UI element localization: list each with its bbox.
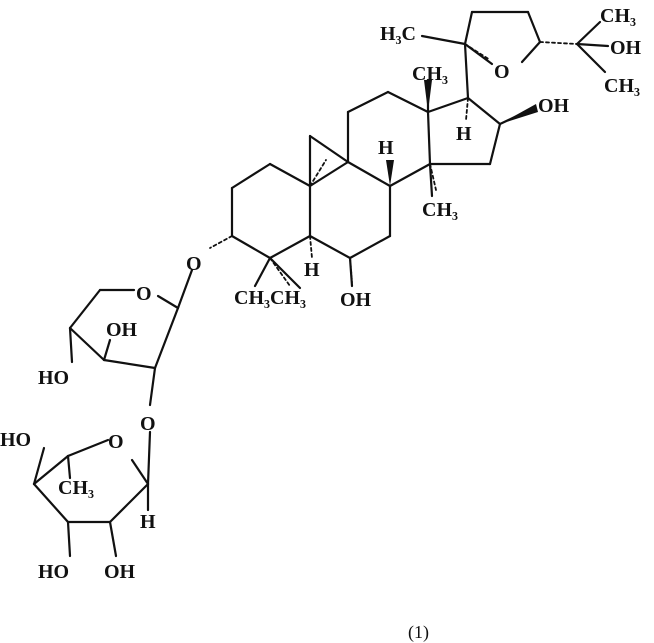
bond — [102, 338, 112, 362]
label-oh-sugar1-c4: HO — [38, 367, 69, 389]
bond — [420, 34, 467, 46]
bond — [148, 366, 157, 407]
bond — [463, 42, 494, 66]
hashed-bond — [429, 163, 437, 191]
hashed-bond — [464, 43, 491, 61]
bond — [426, 96, 470, 114]
bond — [426, 110, 432, 166]
wedge-bond — [424, 80, 432, 112]
bond — [68, 326, 74, 364]
bond — [66, 438, 110, 458]
label-o-sugar1-ring: O — [136, 283, 152, 305]
label-ch3-gem-dimethyl: CH₃CH₃ — [234, 287, 306, 309]
bond — [32, 454, 70, 486]
label-h-sugar2-anomeric: H — [140, 511, 156, 533]
label-oh-side-chain: OH — [610, 37, 642, 59]
bond — [32, 482, 70, 524]
label-oh-sugar2-c3: HO — [38, 561, 69, 583]
bond — [230, 162, 272, 190]
bond — [68, 288, 102, 330]
label-oh-sugar2-c2: OH — [104, 561, 136, 583]
label-furan-o: O — [494, 61, 510, 83]
wedge-bonds — [386, 80, 538, 186]
bond — [130, 458, 150, 486]
bond — [575, 42, 607, 74]
label-h-c8: H — [378, 137, 394, 159]
label-oh-sugar2-c4: HO — [0, 429, 31, 451]
bond — [346, 90, 390, 114]
label-ch3-top-right: CH₃ — [600, 5, 636, 27]
label-oh-c16: OH — [538, 95, 570, 117]
hashed-bond — [269, 257, 291, 287]
bond — [463, 10, 474, 46]
label-oh-sugar1-c3: OH — [106, 319, 138, 341]
bond — [463, 42, 470, 100]
label-o-glycosidic-c3: O — [186, 253, 202, 275]
label-ch3-side-chain: CH₃ — [604, 75, 640, 97]
bond — [153, 306, 180, 370]
bond — [308, 134, 350, 164]
hashed-bond — [465, 97, 469, 121]
bond — [526, 10, 542, 44]
bond — [428, 162, 434, 198]
bond — [348, 234, 392, 260]
figure-caption: (1) — [408, 622, 429, 643]
label-o-sugar2-ring: O — [108, 431, 124, 453]
label-h-c17: H — [456, 123, 472, 145]
bond — [108, 482, 150, 524]
hashed-bond — [209, 235, 233, 249]
bond — [520, 40, 542, 64]
bond — [575, 20, 602, 46]
bond — [488, 122, 502, 166]
bond — [346, 160, 392, 188]
bond — [268, 256, 302, 290]
bond — [386, 90, 430, 114]
bond — [176, 268, 194, 310]
bond — [268, 162, 312, 188]
bond — [575, 42, 610, 48]
hashed-bonds — [209, 41, 578, 287]
bond — [66, 520, 72, 558]
bond — [230, 234, 272, 260]
bond — [66, 454, 72, 480]
label-h3c: H₃C — [380, 23, 416, 45]
bond — [253, 256, 272, 288]
label-o-glycosidic-sugar: O — [140, 413, 156, 435]
bonds — [32, 10, 610, 558]
bond — [388, 162, 432, 188]
bond — [308, 234, 352, 260]
bond — [108, 520, 118, 558]
wedge-bond — [386, 160, 394, 186]
label-ch3-c13: CH₃ — [412, 63, 448, 85]
hashed-bond — [349, 257, 353, 283]
hashed-bond — [309, 159, 327, 187]
atom-labels: H₃C CH₃ OH CH₃ O CH₃ OH H H CH₃ O H CH₃C… — [0, 5, 642, 583]
bond — [268, 234, 312, 260]
label-h-c5: H — [304, 259, 320, 281]
bond — [102, 358, 157, 370]
hashed-bond — [539, 41, 578, 45]
bond — [156, 294, 180, 310]
wedge-bond — [500, 104, 538, 124]
bond — [32, 446, 46, 486]
bond — [146, 430, 152, 486]
bond — [308, 160, 350, 188]
bond — [466, 96, 502, 126]
bond — [68, 326, 106, 362]
label-ch3-sugar2: CH₃ — [58, 477, 94, 499]
hashed-bond — [309, 235, 313, 259]
label-ch3-c14: CH₃ — [422, 199, 458, 221]
label-oh-c6: OH — [340, 289, 372, 311]
